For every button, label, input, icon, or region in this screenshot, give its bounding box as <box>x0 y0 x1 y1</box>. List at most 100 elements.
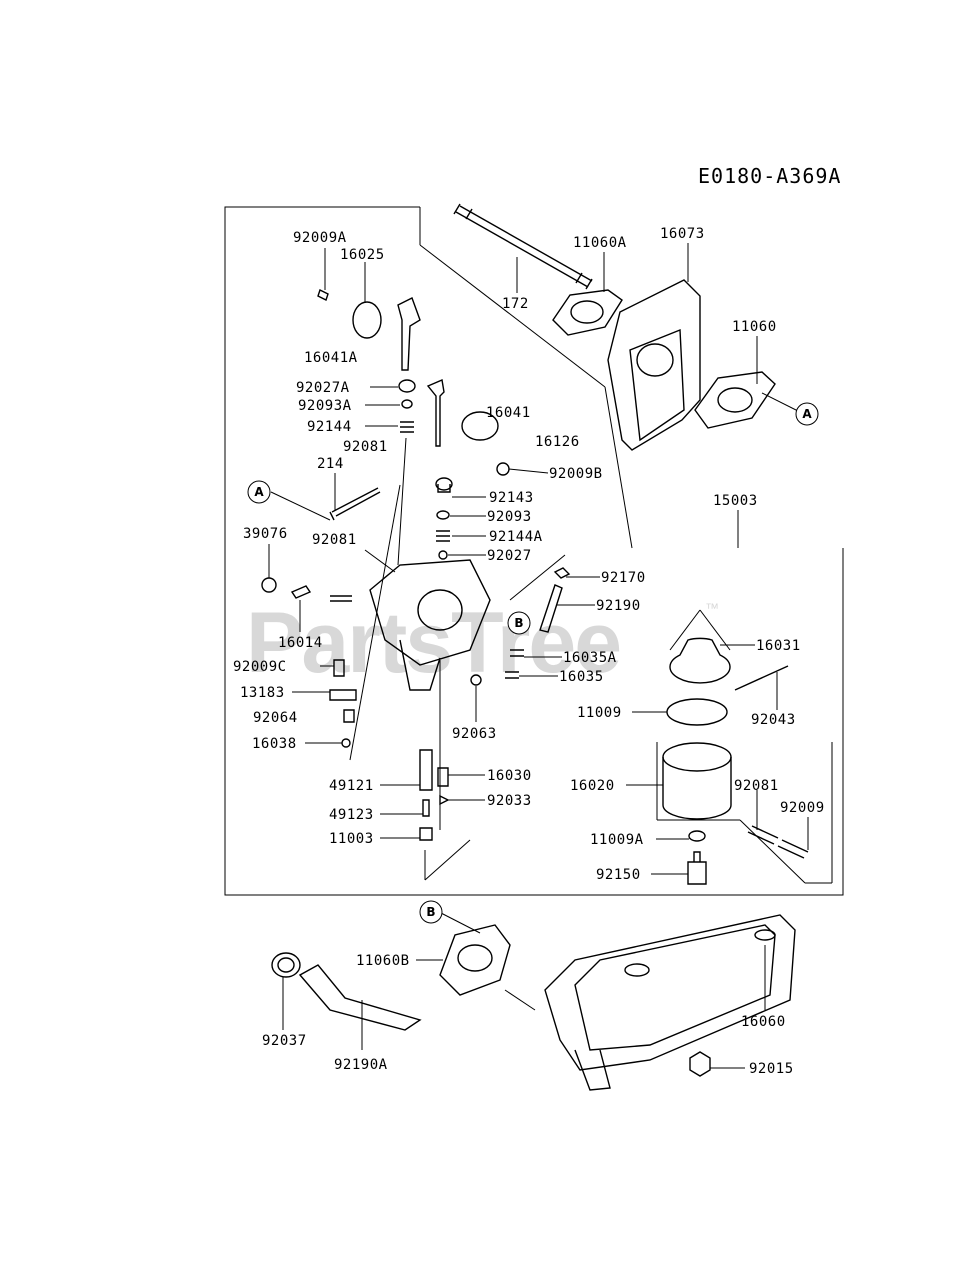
seal-92063 <box>470 674 482 686</box>
part-label: 11060B <box>356 953 410 969</box>
air-cleaner-base-16060 <box>544 914 796 1091</box>
callout-B-lower: B <box>419 900 443 924</box>
washer-92093 <box>436 510 450 520</box>
part-label: 92027 <box>487 548 532 564</box>
part-label: 92190 <box>596 598 641 614</box>
nut-92015 <box>689 1051 711 1077</box>
washer-92093A <box>401 399 413 409</box>
jet-49123 <box>422 799 430 817</box>
spring-92144 <box>400 421 414 433</box>
emulsion-tube-49121 <box>419 749 433 791</box>
part-label: 16035 <box>559 669 604 685</box>
float-bowl-16020 <box>662 742 732 820</box>
screw-92009-bowl <box>777 839 809 859</box>
part-label: 49121 <box>329 778 374 794</box>
gasket-11060 <box>694 371 776 429</box>
part-label: 92150 <box>596 867 641 883</box>
washer-11009A <box>688 830 706 842</box>
part-label: 13183 <box>240 685 285 701</box>
gasket-11060B <box>439 924 511 996</box>
part-label: 214 <box>317 456 344 472</box>
svg-text:B: B <box>514 616 523 630</box>
part-label: 16030 <box>487 768 532 784</box>
svg-text:B: B <box>426 905 435 919</box>
clamp-92037 <box>271 952 301 978</box>
part-label: 92081 <box>343 439 388 455</box>
seal-92027 <box>438 550 448 560</box>
part-label: 11003 <box>329 831 374 847</box>
screw-92009B <box>496 462 510 476</box>
clip-92033 <box>439 794 450 806</box>
part-label: 92170 <box>601 570 646 586</box>
choke-plate-16025 <box>352 301 382 339</box>
screw-92009C <box>333 659 345 677</box>
pin-92043 <box>734 665 789 691</box>
part-label: 11060A <box>573 235 627 251</box>
part-label: 92143 <box>489 490 534 506</box>
svg-text:A: A <box>802 407 812 421</box>
plate-13183 <box>329 689 357 701</box>
spring-92144A <box>436 530 450 542</box>
choke-shaft-16041A <box>397 297 421 371</box>
part-label: 92009 <box>780 800 825 816</box>
spring-92081-idle <box>330 595 352 602</box>
float-16031 <box>669 637 731 684</box>
part-label: 92009A <box>293 230 347 246</box>
needle-16030 <box>437 767 449 787</box>
plug-92143 <box>435 477 453 493</box>
watermark-trademark: ™ <box>705 600 719 616</box>
gasket-11060A <box>552 289 623 336</box>
part-label: 15003 <box>713 493 758 509</box>
part-label: 92064 <box>253 710 298 726</box>
part-label: 92009B <box>549 466 603 482</box>
frame-edge <box>419 244 606 388</box>
part-label: 16038 <box>252 736 297 752</box>
throttle-shaft-16041 <box>426 379 445 447</box>
jet-16035 <box>505 671 519 679</box>
part-label: 16025 <box>340 247 385 263</box>
screw-92009A <box>317 289 329 301</box>
part-label: 92081 <box>734 778 779 794</box>
leader-lines <box>268 243 833 1069</box>
part-label: 16041 <box>486 405 531 421</box>
part-label: 92033 <box>487 793 532 809</box>
part-label: 11009A <box>590 832 644 848</box>
frame-edge <box>604 386 633 549</box>
part-label: 92081 <box>312 532 357 548</box>
clamp-92170 <box>553 567 571 579</box>
callout-A-left: A <box>247 480 271 504</box>
spring-92081-bowl <box>747 825 779 845</box>
part-label: 49123 <box>329 807 374 823</box>
part-label: 16060 <box>741 1014 786 1030</box>
part-label: 16014 <box>278 635 323 651</box>
part-label: 92144A <box>489 529 543 545</box>
part-label: 92027A <box>296 380 350 396</box>
screw-214 <box>329 487 381 521</box>
drain-screw-92150 <box>687 851 707 885</box>
stud-172 <box>453 203 593 290</box>
pin-92064 <box>343 709 355 723</box>
main-jet-11003 <box>419 827 433 841</box>
part-label: 92093A <box>298 398 352 414</box>
frame-carburetor-group <box>224 206 844 896</box>
oring-16038 <box>341 738 351 748</box>
callout-A-right: A <box>795 402 819 426</box>
part-label: 11060 <box>732 319 777 335</box>
part-label: 92144 <box>307 419 352 435</box>
part-label: 92037 <box>262 1033 307 1049</box>
cap-39076 <box>261 577 277 593</box>
part-label: 16126 <box>535 434 580 450</box>
carburetor-body <box>369 559 491 691</box>
part-label: 39076 <box>243 526 288 542</box>
part-label: 92043 <box>751 712 796 728</box>
gasket-11009 <box>666 698 728 726</box>
part-label: 16073 <box>660 226 705 242</box>
part-label: 16020 <box>570 778 615 794</box>
part-label: 92063 <box>452 726 497 742</box>
svg-text:A: A <box>254 485 264 499</box>
part-label: 16031 <box>756 638 801 654</box>
hose-92190A <box>298 964 422 1031</box>
part-label: 92015 <box>749 1061 794 1077</box>
seal-92027A <box>398 379 416 393</box>
